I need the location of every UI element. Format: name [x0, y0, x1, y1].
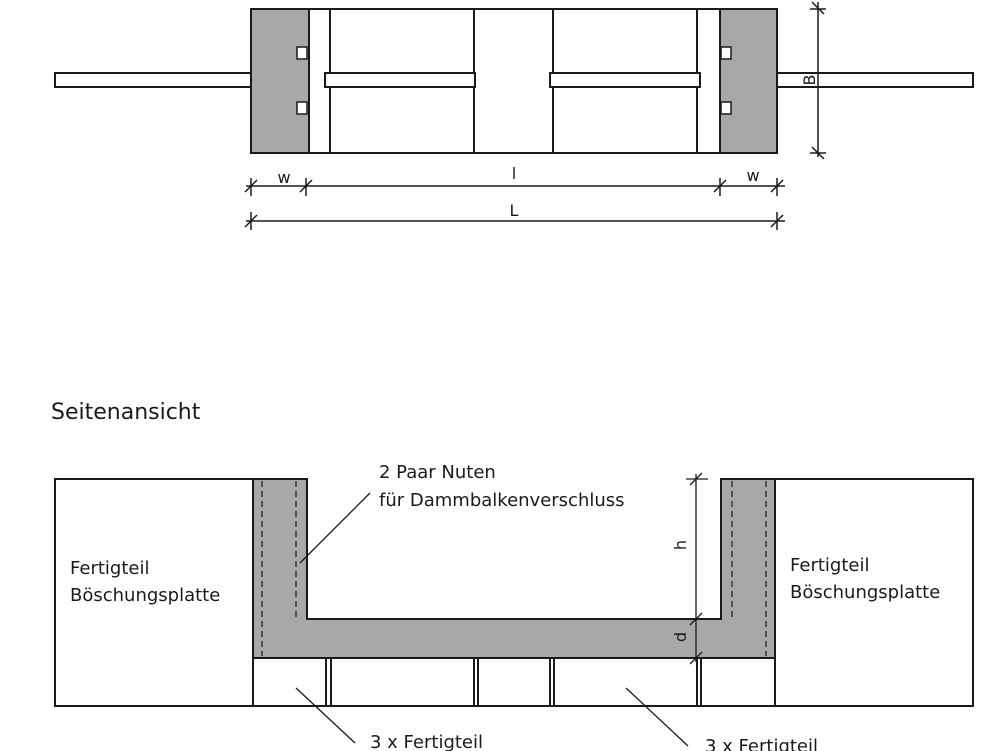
- panel-right-label-2: Böschungsplatte: [790, 582, 940, 603]
- panel-right-label-1: Fertigteil: [790, 555, 869, 576]
- grooves-leader: [299, 492, 371, 564]
- dim-label-B: B: [800, 75, 819, 86]
- dim-label-w-right: w: [746, 166, 759, 185]
- end-wall-left: [250, 8, 310, 154]
- grooves-label-2: für Dammbalkenverschluss: [379, 490, 625, 511]
- groove-right-bottom: [720, 101, 732, 115]
- dim-label-h: h: [671, 540, 690, 550]
- dim-label-l: l: [512, 164, 516, 183]
- end-wall-right: [719, 8, 778, 154]
- rod-left: [54, 72, 254, 88]
- panel-left: [54, 478, 254, 707]
- groove-right-top: [720, 46, 732, 60]
- panel-left-label-1: Fertigteil: [70, 558, 149, 579]
- callout-left-label: 3 x Fertigteil: [370, 732, 483, 751]
- groove-left-top: [296, 46, 308, 60]
- inner-rod-left: [324, 72, 476, 88]
- panel-right: [774, 478, 974, 707]
- grooves-label-1: 2 Paar Nuten: [379, 462, 496, 483]
- inner-rod-right: [549, 72, 701, 88]
- dimension-B: B: [800, 1, 826, 160]
- panel-left-label-2: Böschungsplatte: [70, 585, 220, 606]
- dimension-row-w-l-w: w l w: [244, 164, 785, 196]
- dim-label-w-left: w: [277, 168, 290, 187]
- callout-right-label: 3 x Fertigteil: [705, 736, 818, 751]
- callout-right-leader: [625, 687, 689, 747]
- dimension-h-d: h d: [671, 472, 708, 665]
- dim-label-d: d: [671, 632, 690, 642]
- side-view-heading: Seitenansicht: [51, 400, 201, 425]
- plan-view: B w l w L: [54, 1, 974, 230]
- callout-left-leader: [295, 687, 356, 744]
- groove-left-bottom: [296, 101, 308, 115]
- base-blocks: [252, 657, 776, 707]
- side-view: Fertigteil Böschungsplatte Fertigteil Bö…: [54, 462, 974, 751]
- dimension-row-L: L: [244, 201, 785, 230]
- dim-label-L: L: [510, 201, 519, 220]
